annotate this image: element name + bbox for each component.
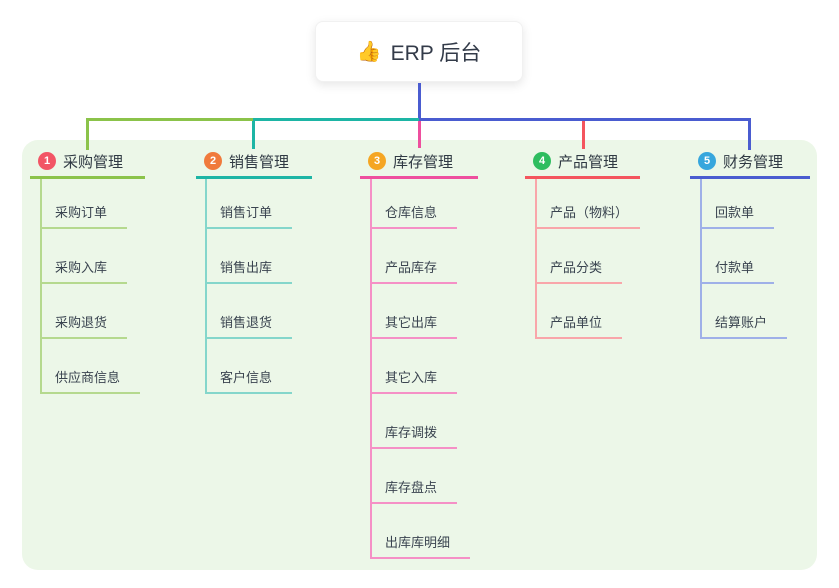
- node-product-category[interactable]: 产品分类: [535, 254, 622, 284]
- branch-label: 库存管理: [393, 153, 454, 171]
- thumbs-up-icon: 👍: [356, 41, 382, 63]
- branch-header-finance[interactable]: 5 财务管理: [698, 150, 783, 172]
- branch-underline: [690, 176, 810, 179]
- branch-underline: [525, 176, 640, 179]
- branch-child-spine: [535, 179, 537, 339]
- badge-1-icon: 1: [38, 152, 56, 170]
- node-product-material[interactable]: 产品（物料）: [535, 199, 640, 229]
- drop-line-branch-2: [252, 121, 255, 149]
- branch-header-sales[interactable]: 2 销售管理: [204, 150, 289, 172]
- badge-4-icon: 4: [533, 152, 551, 170]
- badge-3-icon: 3: [368, 152, 386, 170]
- branch-header-inventory[interactable]: 3 库存管理: [368, 150, 453, 172]
- branch-underline: [360, 176, 478, 179]
- node-receipt-voucher[interactable]: 回款单: [700, 199, 774, 229]
- node-sales-order[interactable]: 销售订单: [205, 199, 292, 229]
- node-settlement-account[interactable]: 结算账户: [700, 309, 787, 339]
- branch-child-spine: [370, 179, 372, 559]
- drop-line-branch-3: [418, 121, 421, 148]
- bus-segment-teal: [253, 118, 419, 121]
- node-other-inbound[interactable]: 其它入库: [370, 364, 457, 394]
- badge-5-icon: 5: [698, 152, 716, 170]
- node-stock-count[interactable]: 库存盘点: [370, 474, 457, 504]
- node-customer-info[interactable]: 客户信息: [205, 364, 292, 394]
- root-node[interactable]: 👍 ERP 后台: [315, 21, 523, 82]
- node-other-outbound[interactable]: 其它出库: [370, 309, 457, 339]
- drop-line-branch-1: [86, 118, 89, 150]
- node-product-unit[interactable]: 产品单位: [535, 309, 622, 339]
- branch-header-product[interactable]: 4 产品管理: [533, 150, 618, 172]
- diagram-background-panel: [22, 140, 817, 570]
- node-purchase-order[interactable]: 采购订单: [40, 199, 127, 229]
- branch-label: 销售管理: [229, 153, 290, 171]
- node-payment-voucher[interactable]: 付款单: [700, 254, 774, 284]
- branch-child-spine: [700, 179, 702, 339]
- node-sales-outbound[interactable]: 销售出库: [205, 254, 292, 284]
- branch-label: 采购管理: [63, 153, 124, 171]
- node-warehouse-info[interactable]: 仓库信息: [370, 199, 457, 229]
- branch-header-purchase[interactable]: 1 采购管理: [38, 150, 123, 172]
- root-node-label: ERP 后台: [390, 41, 482, 65]
- drop-line-branch-5: [748, 118, 751, 150]
- bus-segment-blue: [419, 118, 751, 121]
- branch-child-spine: [205, 179, 207, 394]
- branch-child-spine: [40, 179, 42, 394]
- badge-2-icon: 2: [204, 152, 222, 170]
- branch-underline: [30, 176, 145, 179]
- node-outbound-detail[interactable]: 出库库明细: [370, 529, 470, 559]
- branch-label: 产品管理: [558, 153, 619, 171]
- node-supplier-info[interactable]: 供应商信息: [40, 364, 140, 394]
- branch-underline: [196, 176, 312, 179]
- bus-segment-green: [86, 118, 253, 121]
- node-purchase-inbound[interactable]: 采购入库: [40, 254, 127, 284]
- branch-label: 财务管理: [723, 153, 784, 171]
- node-sales-return[interactable]: 销售退货: [205, 309, 292, 339]
- node-stock-transfer[interactable]: 库存调拨: [370, 419, 457, 449]
- drop-line-branch-4: [582, 121, 585, 149]
- node-product-stock[interactable]: 产品库存: [370, 254, 457, 284]
- node-purchase-return[interactable]: 采购退货: [40, 309, 127, 339]
- root-connector-line: [418, 83, 421, 121]
